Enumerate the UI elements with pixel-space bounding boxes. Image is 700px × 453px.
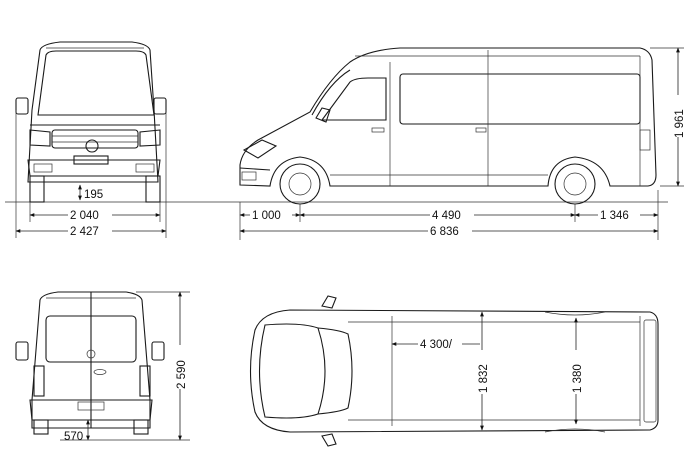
dim-wheelbase: 4 490: [432, 210, 461, 222]
dim-side-height: 1 961: [674, 109, 686, 138]
rear-view: [15, 291, 165, 435]
top-view: [249, 295, 659, 447]
side-view: [239, 47, 657, 205]
dim-ground-clearance: 195: [84, 189, 103, 201]
dim-rear-height: 2 590: [176, 360, 188, 389]
dim-cargo-length: 4 300/: [420, 339, 453, 351]
dim-overall-length: 6 836: [430, 226, 459, 238]
dim-front-width: 2 427: [70, 226, 99, 238]
dim-front-overhang: 1 000: [252, 210, 281, 222]
front-view: [15, 41, 167, 203]
dim-top-width-1: 1 832: [478, 364, 490, 393]
dim-front-track: 2 040: [70, 210, 99, 222]
dim-top-width-2: 1 380: [572, 364, 584, 393]
dim-rear-step: 570: [64, 431, 83, 443]
dim-rear-overhang: 1 346: [600, 210, 629, 222]
